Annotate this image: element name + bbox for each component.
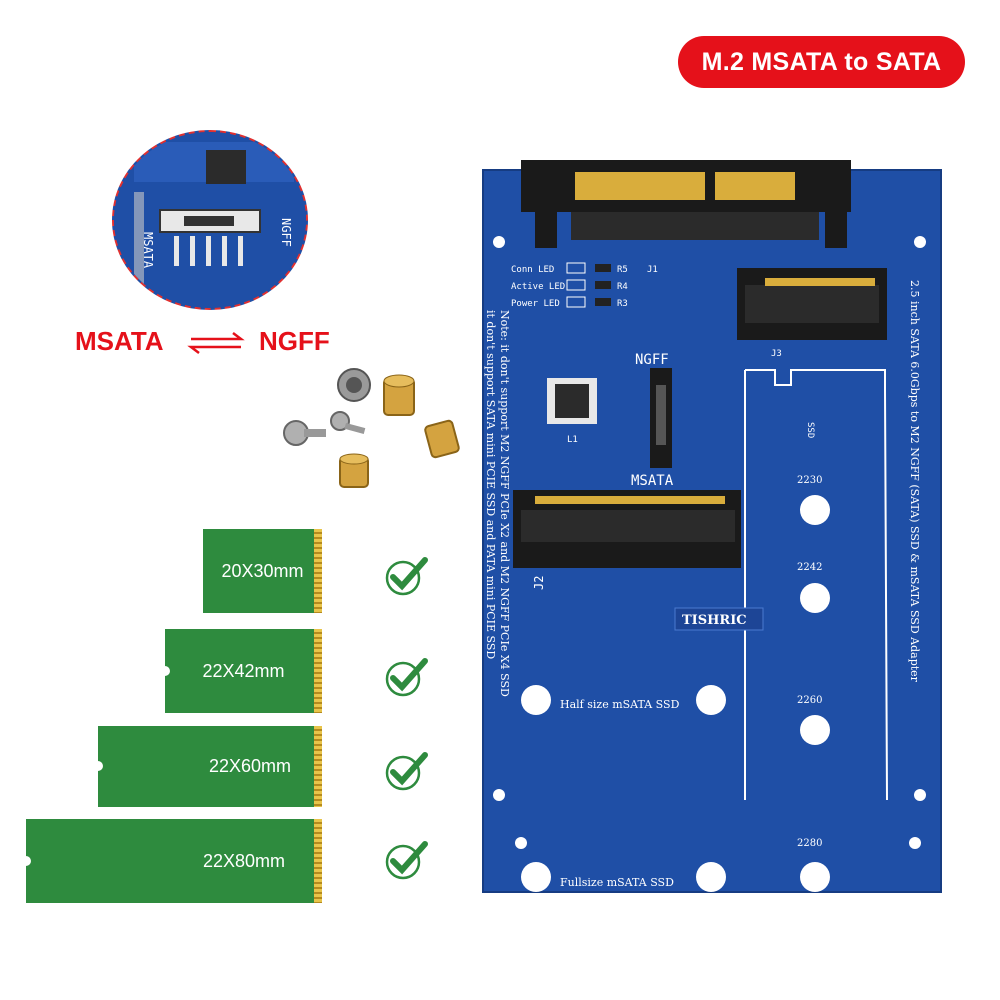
r3-label: R3: [617, 299, 628, 309]
zoom-ngff-label: NGFF: [279, 218, 293, 247]
msata-label: MSATA: [75, 326, 164, 356]
size-2280-label: 2280: [797, 838, 822, 849]
ssd-size-label: 22X42mm: [202, 660, 285, 681]
screw-icon: [337, 368, 371, 402]
mounting-notch: [93, 761, 103, 771]
led-pads: [566, 262, 611, 308]
title-badge: M.2 MSATA to SATA: [678, 36, 965, 88]
checkmark-icon: [385, 841, 428, 880]
gold-pins: [314, 629, 322, 713]
brass-standoff-icon: [424, 419, 460, 459]
power-led-label: Power LED: [511, 299, 560, 309]
screws-standoffs-image: [283, 368, 460, 488]
ssd-size-label: 22X60mm: [208, 756, 292, 776]
ssd-size-label: 22X80mm: [202, 850, 286, 871]
j1-label: J1: [647, 265, 658, 275]
gold-pins: [314, 819, 322, 903]
ssd-card-2230: 20X30mm: [203, 529, 322, 613]
zoom-detail-circle: MSATA NGFF: [112, 130, 308, 310]
mounting-notch: [21, 856, 31, 866]
l1-label: L1: [567, 435, 578, 445]
size-2242-label: 2242: [797, 562, 822, 573]
j2-label: J2: [532, 576, 546, 590]
switch-msata-label: MSATA: [631, 473, 674, 489]
mounting-holes: [493, 236, 926, 892]
ssd-card-2242: 22X42mm: [160, 629, 322, 713]
r5-label: R5: [617, 265, 628, 275]
gold-pins: [314, 726, 322, 807]
ssd-card-2280: 22X80mm: [21, 819, 322, 903]
conn-led-label: Conn LED: [511, 265, 554, 275]
ssd-card-2260: 22X60mm: [93, 726, 322, 807]
ngff-label: NGFF: [259, 326, 330, 356]
full-size-label: Fullsize mSATA SSD: [560, 876, 674, 889]
gold-pins: [314, 529, 322, 613]
mounting-notch: [160, 666, 170, 676]
active-led-label: Active LED: [511, 282, 565, 292]
size-2230-label: 2230: [797, 475, 822, 486]
checkmark-icon: [385, 752, 428, 791]
sata-connector: [521, 160, 851, 248]
size-2260-label: 2260: [797, 695, 822, 706]
adapter-board: Conn LED Active LED Power LED R5 R4 R3 J…: [482, 160, 942, 893]
brass-standoff-icon: [383, 374, 415, 416]
zoom-msata-label: MSATA: [141, 232, 155, 269]
note-line-2: it don't support SATA mini PCIE SSD and …: [484, 310, 497, 659]
brass-standoff-icon: [339, 453, 369, 488]
j3-label: J3: [771, 349, 782, 359]
switch-ngff-label: NGFF: [635, 352, 669, 368]
ssd-size-label: 20X30mm: [221, 560, 304, 581]
ssd-direction-label: SSD: [805, 422, 815, 438]
r4-label: R4: [617, 282, 628, 292]
adapter-description: 2.5 inch SATA 6.0Gbps to M2 NGFF (SATA) …: [908, 280, 921, 683]
ngff-socket-j3: [737, 268, 887, 340]
note-line-1: Note: it don't support M2 NGFF PCIe X2 a…: [498, 310, 511, 697]
msata-socket-j2: [513, 490, 741, 568]
zoom-switch-illustration: MSATA NGFF: [114, 132, 306, 308]
checkmark-icon: [385, 557, 428, 596]
screw-icon: [283, 420, 326, 446]
checkmark-icon: [385, 658, 428, 697]
half-size-label: Half size mSATA SSD: [560, 698, 680, 711]
brand-label: TISHRIC: [682, 613, 747, 628]
swap-arrows-icon: [187, 332, 245, 354]
screw-icon: [330, 411, 366, 434]
